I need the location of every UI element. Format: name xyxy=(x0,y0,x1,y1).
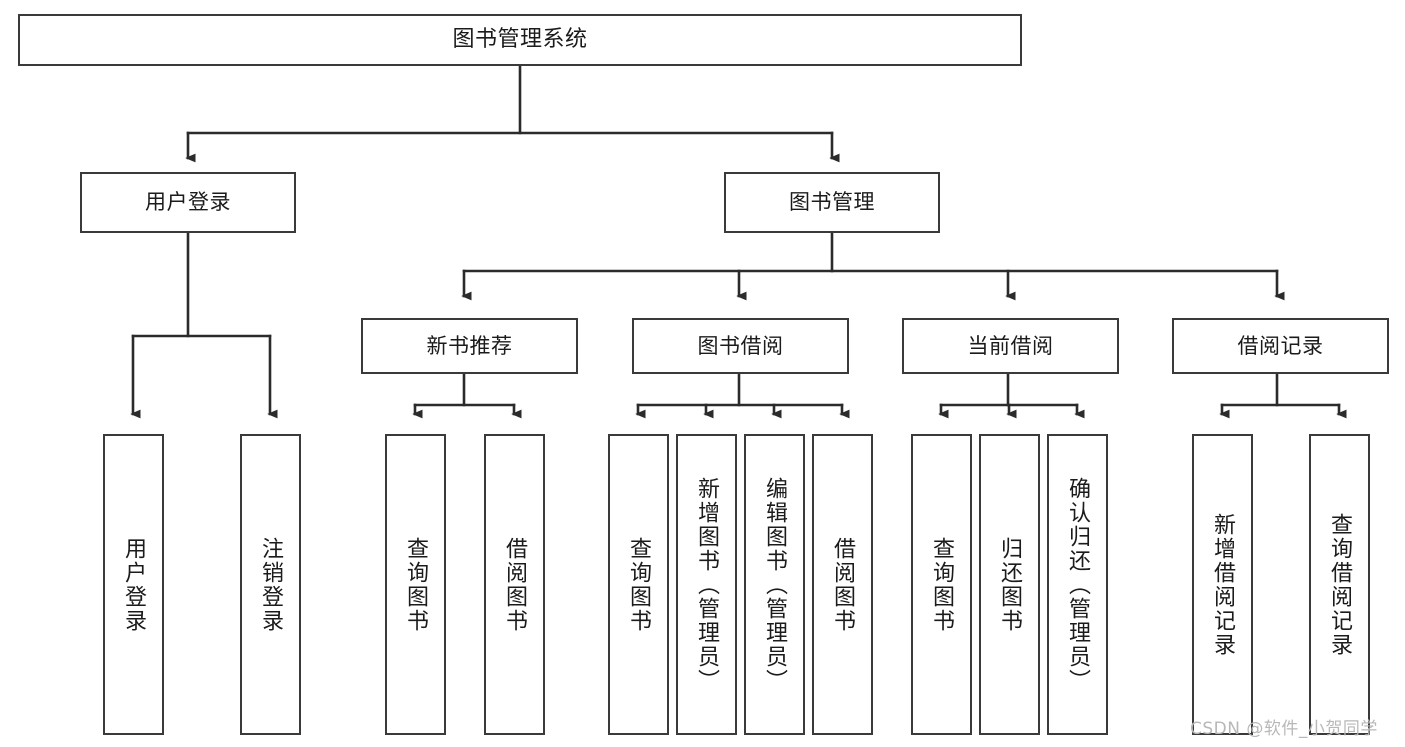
node-leaf-confirm-return-label: 确认归还（管理员） xyxy=(1065,476,1091,693)
node-leaf-query-book-3-label: 查询图书 xyxy=(929,536,955,633)
node-leaf-query-book-1[interactable]: 查询图书 xyxy=(385,434,446,735)
node-user-login[interactable]: 用户登录 xyxy=(80,172,296,233)
node-borrow-record[interactable]: 借阅记录 xyxy=(1172,318,1389,374)
node-leaf-borrow-book-2[interactable]: 借阅图书 xyxy=(812,434,873,735)
node-leaf-query-book-3[interactable]: 查询图书 xyxy=(911,434,972,735)
node-leaf-logout-label: 注销登录 xyxy=(258,536,284,633)
node-leaf-add-book[interactable]: 新增图书（管理员） xyxy=(676,434,737,735)
node-leaf-borrow-book-1-label: 借阅图书 xyxy=(502,536,528,633)
node-leaf-logout[interactable]: 注销登录 xyxy=(240,434,301,735)
node-leaf-confirm-return[interactable]: 确认归还（管理员） xyxy=(1047,434,1108,735)
node-leaf-query-record-label: 查询借阅记录 xyxy=(1327,512,1353,657)
node-user-login-label: 用户登录 xyxy=(145,190,231,215)
node-leaf-user-login[interactable]: 用户登录 xyxy=(103,434,164,735)
node-leaf-edit-book[interactable]: 编辑图书（管理员） xyxy=(744,434,805,735)
node-leaf-query-record[interactable]: 查询借阅记录 xyxy=(1309,434,1370,735)
node-leaf-query-book-2-label: 查询图书 xyxy=(626,536,652,633)
node-current-borrow-label: 当前借阅 xyxy=(967,333,1054,358)
node-leaf-borrow-book-2-label: 借阅图书 xyxy=(830,536,856,633)
watermark: CSDN @软件_小贺同学 xyxy=(1190,719,1378,739)
node-leaf-query-book-2[interactable]: 查询图书 xyxy=(608,434,669,735)
node-book-borrow-label: 图书借阅 xyxy=(697,333,784,358)
node-book-manage-label: 图书管理 xyxy=(789,190,875,215)
node-leaf-return-book[interactable]: 归还图书 xyxy=(979,434,1040,735)
node-book-borrow[interactable]: 图书借阅 xyxy=(632,318,849,374)
node-book-manage[interactable]: 图书管理 xyxy=(724,172,940,233)
node-root-label: 图书管理系统 xyxy=(452,27,588,53)
node-leaf-query-book-1-label: 查询图书 xyxy=(403,536,429,633)
node-borrow-record-label: 借阅记录 xyxy=(1237,333,1324,358)
node-leaf-return-book-label: 归还图书 xyxy=(997,536,1023,633)
node-leaf-add-book-label: 新增图书（管理员） xyxy=(694,476,720,693)
node-leaf-edit-book-label: 编辑图书（管理员） xyxy=(762,476,788,693)
node-new-book-rec-label: 新书推荐 xyxy=(426,333,513,358)
node-leaf-add-record-label: 新增借阅记录 xyxy=(1210,512,1236,657)
node-leaf-borrow-book-1[interactable]: 借阅图书 xyxy=(484,434,545,735)
node-root[interactable]: 图书管理系统 xyxy=(18,14,1022,66)
node-new-book-rec[interactable]: 新书推荐 xyxy=(361,318,578,374)
node-leaf-add-record[interactable]: 新增借阅记录 xyxy=(1192,434,1253,735)
node-leaf-user-login-label: 用户登录 xyxy=(121,536,147,633)
node-current-borrow[interactable]: 当前借阅 xyxy=(902,318,1119,374)
